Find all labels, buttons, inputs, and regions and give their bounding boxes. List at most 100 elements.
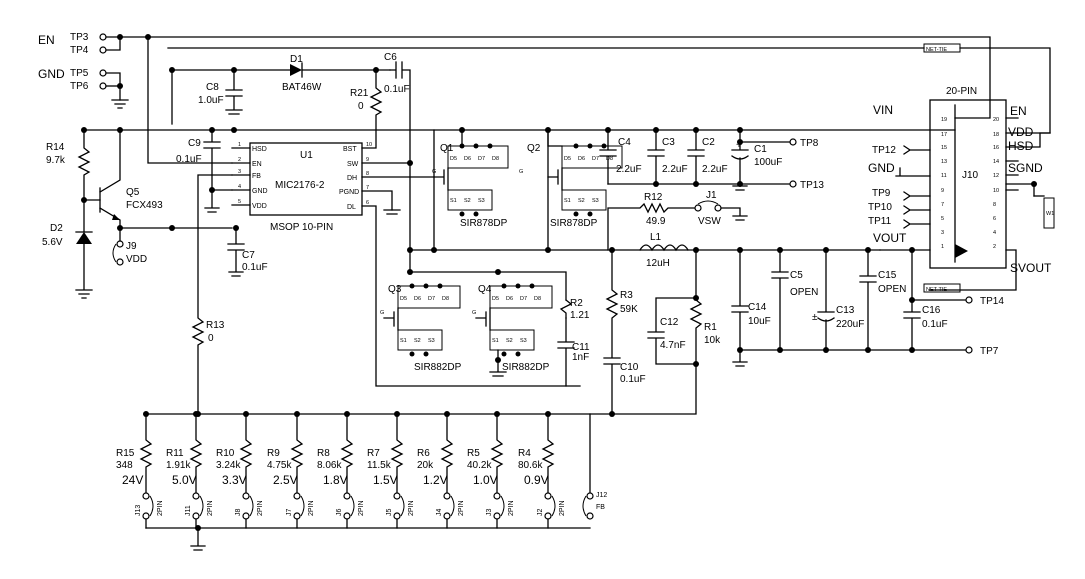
tp13-pad[interactable]: [789, 180, 797, 188]
jumper-pin2[interactable]: [142, 512, 150, 520]
svg-text:D7: D7: [428, 296, 435, 302]
svg-text:6: 6: [993, 216, 996, 222]
jumper-pin2[interactable]: [493, 512, 501, 520]
divider-jumper-type: 2PIN: [559, 500, 566, 516]
divider-resistor-label: R9: [267, 448, 280, 459]
svg-text:10: 10: [366, 142, 372, 148]
svg-text:11: 11: [941, 173, 947, 179]
c8-value: 1.0uF: [198, 95, 224, 106]
svg-text:G: G: [432, 169, 436, 175]
l1-value: 12uH: [646, 258, 670, 269]
j10-body: [929, 99, 1007, 269]
j12-pin1[interactable]: [586, 492, 594, 500]
divider-voltage-label: 1.8V: [323, 473, 348, 487]
q4-part: SIR882DP: [502, 362, 550, 373]
q3-label: Q3: [388, 284, 402, 295]
j1-pin2[interactable]: [714, 204, 722, 212]
jumper-pin1[interactable]: [343, 492, 351, 500]
j9-pin2[interactable]: [116, 258, 124, 266]
jumper-pin1[interactable]: [493, 492, 501, 500]
svg-text:D5: D5: [492, 296, 499, 302]
jumper-pin1[interactable]: [142, 492, 150, 500]
u1-pin-sw: SW: [347, 161, 359, 168]
svg-text:9: 9: [366, 157, 369, 163]
u1-pin-gnd: GND: [252, 188, 268, 195]
r12-label: R12: [644, 192, 663, 203]
d2-label: D2: [50, 223, 63, 234]
divider-resistor-label: R4: [518, 448, 531, 459]
divider-jumper-type: 2PIN: [408, 500, 415, 516]
jumper-pin1[interactable]: [393, 492, 401, 500]
j1-pin1[interactable]: [694, 204, 702, 212]
tp7-pad[interactable]: [965, 346, 973, 354]
jumper-pin2[interactable]: [242, 512, 250, 520]
tp4-pad[interactable]: [99, 46, 107, 54]
svg-text:20: 20: [993, 117, 999, 123]
u1-package: MSOP 10-PIN: [270, 222, 333, 233]
q2-label: Q2: [527, 143, 541, 154]
svg-text:G: G: [380, 310, 384, 316]
jumper-pin2[interactable]: [343, 512, 351, 520]
d1-part: BAT46W: [282, 82, 322, 93]
divider-voltage-label: 3.3V: [222, 473, 247, 487]
j12-pin2[interactable]: [586, 512, 594, 520]
divider-jumper-label: J4: [436, 509, 443, 517]
junction-dots: [81, 34, 1037, 531]
svg-text:D6: D6: [578, 156, 585, 162]
svg-text:4: 4: [993, 230, 996, 236]
c4-label: C4: [618, 137, 631, 148]
tp6-pad[interactable]: [99, 82, 107, 90]
u1-body: [249, 142, 363, 216]
svg-text:D5: D5: [450, 156, 457, 162]
r21-label: R21: [350, 88, 369, 99]
jumper-pin2[interactable]: [192, 512, 200, 520]
divider-resistor-label: R5: [467, 448, 480, 459]
tp11-label: TP11: [868, 216, 892, 227]
tp8-pad[interactable]: [789, 138, 797, 146]
r14-label: R14: [46, 142, 65, 153]
u1-ic: HSD EN FB GND VDD BST SW DH PGND DL 1 2 …: [231, 142, 581, 387]
svg-text:D7: D7: [592, 156, 599, 162]
tp14-pad[interactable]: [965, 296, 973, 304]
r14-value: 9.7k: [46, 155, 66, 166]
bootstrap-network: D1 BAT46W C8 1.0uF C6 0.1uF R21 0: [171, 52, 411, 251]
svg-text:D8: D8: [442, 296, 449, 302]
j9-pin1[interactable]: [116, 240, 124, 248]
u1-label: U1: [300, 150, 313, 161]
r13-label: R13: [206, 320, 225, 331]
c15-value: OPEN: [878, 284, 906, 295]
c4-value: 2.2uF: [616, 164, 642, 175]
jumper-pin1[interactable]: [293, 492, 301, 500]
c16-value: 0.1uF: [922, 319, 948, 330]
c14-value: 10uF: [748, 316, 771, 327]
svg-text:3: 3: [941, 230, 944, 236]
tp5-label: TP5: [70, 68, 89, 79]
divider-voltage-label: 24V: [122, 473, 143, 487]
svg-text:S3: S3: [592, 198, 599, 204]
jumper-pin2[interactable]: [443, 512, 451, 520]
jumper-pin1[interactable]: [192, 492, 200, 500]
tp3-pad[interactable]: [99, 33, 107, 41]
conn-sgnd-label: SGND: [1008, 161, 1043, 175]
jumper-pin2[interactable]: [544, 512, 552, 520]
divider-resistor-value: 348: [116, 460, 133, 471]
tp10-label: TP10: [868, 202, 892, 213]
jumper-pin1[interactable]: [242, 492, 250, 500]
jumper-pin1[interactable]: [443, 492, 451, 500]
divider-jumper-type: 2PIN: [207, 500, 214, 516]
conn-svout-label: SVOUT: [1010, 261, 1052, 275]
jumper-pin1[interactable]: [544, 492, 552, 500]
u1-pin-fb: FB: [252, 173, 261, 180]
tp13-label: TP13: [800, 180, 824, 191]
high-side-mosfets: Q1 SIR878DP Q2 SIR878DP D5 D6 D7 D8 S1 S…: [432, 129, 623, 251]
svg-text:D6: D6: [506, 296, 513, 302]
jumper-pin2[interactable]: [293, 512, 301, 520]
divider-resistor-value: 1.91k: [166, 460, 191, 471]
jumper-pin2[interactable]: [393, 512, 401, 520]
divider-jumper-label: J8: [235, 509, 242, 517]
r13-value: 0: [208, 333, 214, 344]
svg-text:NET-TIE: NET-TIE: [926, 47, 947, 53]
tp5-pad[interactable]: [99, 69, 107, 77]
